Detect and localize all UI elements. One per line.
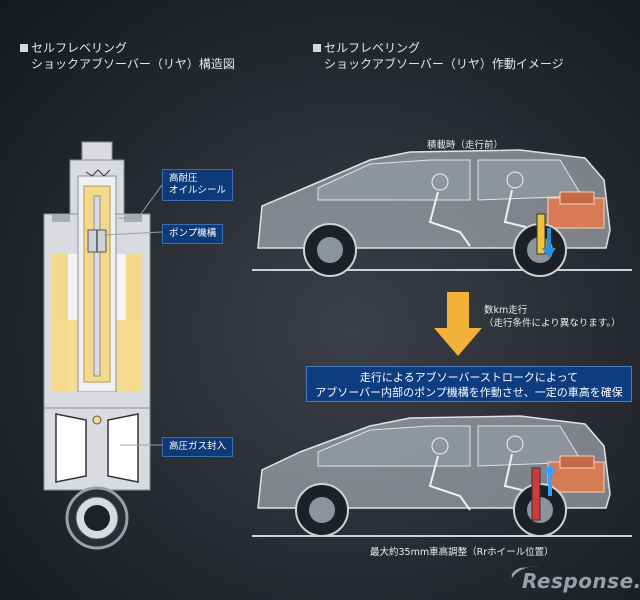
right-header: セルフレベリング ショックアブソーバー（リヤ）作動イメージ [313, 40, 564, 72]
loaded-state-label: 積載時（走行前） [427, 140, 504, 151]
shock-absorber-diagram [43, 141, 163, 550]
response-watermark: Response. [522, 569, 640, 593]
transition-arrow-icon [434, 292, 482, 356]
up-arrow-icon [543, 464, 557, 474]
car-loaded-illustration [252, 149, 632, 277]
bullet-square-icon [20, 44, 28, 52]
high-pressure-gas-callout: 高圧ガス封入 [162, 437, 234, 457]
bullet-square-icon [313, 44, 321, 52]
height-adjust-caption: 最大約35mm車高調整（Rrホイール位置） [370, 547, 554, 558]
explanation-banner: 走行によるアブソーバーストロークによって アブソーバー内部のポンプ機構を作動させ… [306, 366, 632, 402]
oil-seal-callout: 高耐圧 オイルシール [162, 169, 234, 201]
driving-distance-note: 数km走行 （走行条件により異なります。） [484, 305, 621, 329]
left-header: セルフレベリング ショックアブソーバー（リヤ）構造図 [20, 40, 235, 72]
car-leveled-illustration [252, 415, 632, 537]
pump-mechanism-callout: ポンプ機構 [162, 224, 224, 244]
down-arrow-icon [542, 248, 556, 258]
response-logo-icon [511, 566, 540, 578]
